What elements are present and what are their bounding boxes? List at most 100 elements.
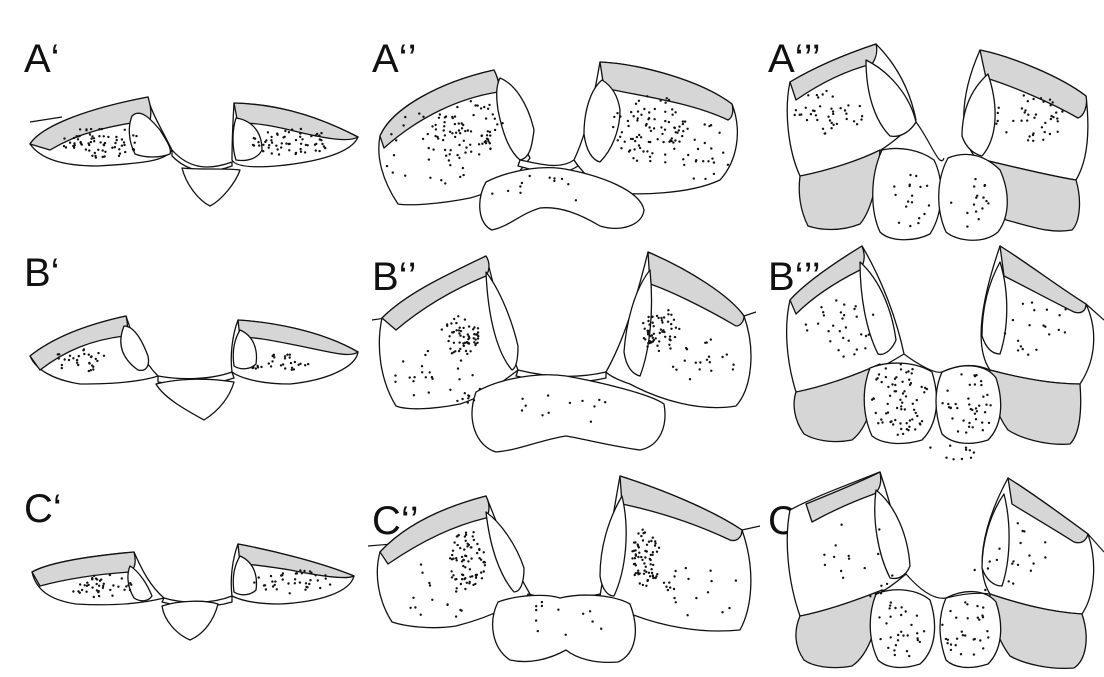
stipple-dot <box>885 622 887 624</box>
stipple-dot <box>464 130 466 132</box>
stipple-dot <box>79 583 81 585</box>
stipple-dot <box>917 639 919 641</box>
stipple-dot <box>650 554 652 556</box>
stipple-dot <box>1023 530 1025 532</box>
stipple-dot <box>459 327 461 329</box>
stipple-dot <box>392 171 394 173</box>
section-drawing-B2 <box>372 252 756 452</box>
stipple-dot <box>1017 564 1019 566</box>
stipple-dot <box>638 144 640 146</box>
stipple-dot <box>697 148 699 150</box>
stipple-dot <box>458 157 460 159</box>
stipple-dot <box>467 401 469 403</box>
stipple-dot <box>970 457 972 459</box>
stipple-dot <box>85 591 87 593</box>
stipple-dot <box>321 143 323 145</box>
stipple-dot <box>449 153 451 155</box>
stipple-dot <box>421 572 423 574</box>
stipple-dot <box>462 124 464 126</box>
stipple-dot <box>633 148 635 150</box>
stipple-dot <box>541 601 543 603</box>
stipple-dot <box>394 381 396 383</box>
stipple-dot <box>547 394 549 396</box>
stipple-dot <box>998 107 1000 109</box>
stipple-dot <box>898 222 900 224</box>
stipple-dot <box>911 201 913 203</box>
stipple-dot <box>915 175 917 177</box>
stipple-dot <box>832 113 834 115</box>
stipple-dot <box>916 399 918 401</box>
stipple-dot <box>1049 99 1051 101</box>
stipple-dot <box>63 358 65 360</box>
stipple-dot <box>467 333 469 335</box>
stipple-dot <box>456 400 458 402</box>
stipple-dot <box>305 582 307 584</box>
stipple-dot <box>314 574 316 576</box>
stipple-dot <box>459 609 461 611</box>
stipple-dot <box>970 408 972 410</box>
stipple-dot <box>678 328 680 330</box>
stipple-dot <box>464 151 466 153</box>
stipple-dot <box>669 335 671 337</box>
stipple-dot <box>79 128 81 130</box>
stipple-dot <box>962 634 964 636</box>
stipple-dot <box>460 330 462 332</box>
stipple-dot <box>902 433 904 435</box>
stipple-dot <box>329 583 331 585</box>
stipple-dot <box>633 115 635 117</box>
stipple-dot <box>903 390 905 392</box>
stipple-dot <box>428 158 430 160</box>
stipple-dot <box>831 122 833 124</box>
stipple-dot <box>674 111 676 113</box>
stipple-dot <box>906 650 908 652</box>
stipple-dot <box>121 138 123 140</box>
stipple-dot <box>541 605 543 607</box>
stipple-dot <box>255 367 257 369</box>
stipple-dot <box>72 590 74 592</box>
stipple-dot <box>104 151 106 153</box>
stipple-dot <box>79 592 81 594</box>
stipple-dot <box>1021 107 1023 109</box>
stipple-dot <box>309 579 311 581</box>
stipple-dot <box>976 410 978 412</box>
stipple-dot <box>272 585 274 587</box>
stipple-dot <box>285 142 287 144</box>
stipple-dot <box>709 570 711 572</box>
stipple-dot <box>648 126 650 128</box>
stipple-dot <box>413 394 415 396</box>
stipple-dot <box>422 138 424 140</box>
stipple-dot <box>304 364 306 366</box>
stipple-dot <box>668 121 670 123</box>
stipple-dot <box>672 141 674 143</box>
stipple-dot <box>463 548 465 550</box>
panel-B1: B‘ <box>24 251 358 420</box>
stipple-dot <box>660 126 662 128</box>
stipple-dot <box>877 422 879 424</box>
stipple-dot <box>895 390 897 392</box>
stipple-dot <box>627 125 629 127</box>
stipple-dot <box>634 541 636 543</box>
stipple-dot <box>901 381 903 383</box>
stipple-dot <box>91 135 93 137</box>
stipple-dot <box>859 105 861 107</box>
stipple-dot <box>683 164 685 166</box>
stipple-dot <box>816 119 818 121</box>
stipple-dot <box>651 316 653 318</box>
stipple-dot <box>475 343 477 345</box>
stipple-dot <box>919 186 921 188</box>
stipple-dot <box>966 225 968 227</box>
stipple-dot <box>569 402 571 404</box>
stipple-dot <box>902 392 904 394</box>
stipple-dot <box>90 141 92 143</box>
stipple-dot <box>892 423 894 425</box>
stipple-dot <box>894 607 896 609</box>
stipple-dot <box>453 318 455 320</box>
stipple-dot <box>103 135 105 137</box>
stipple-dot <box>69 355 71 357</box>
stipple-dot <box>449 348 451 350</box>
stipple-dot <box>107 136 109 138</box>
stipple-dot <box>907 634 909 636</box>
stipple-dot <box>287 582 289 584</box>
stipple-dot <box>446 603 448 605</box>
stipple-dot <box>468 395 470 397</box>
